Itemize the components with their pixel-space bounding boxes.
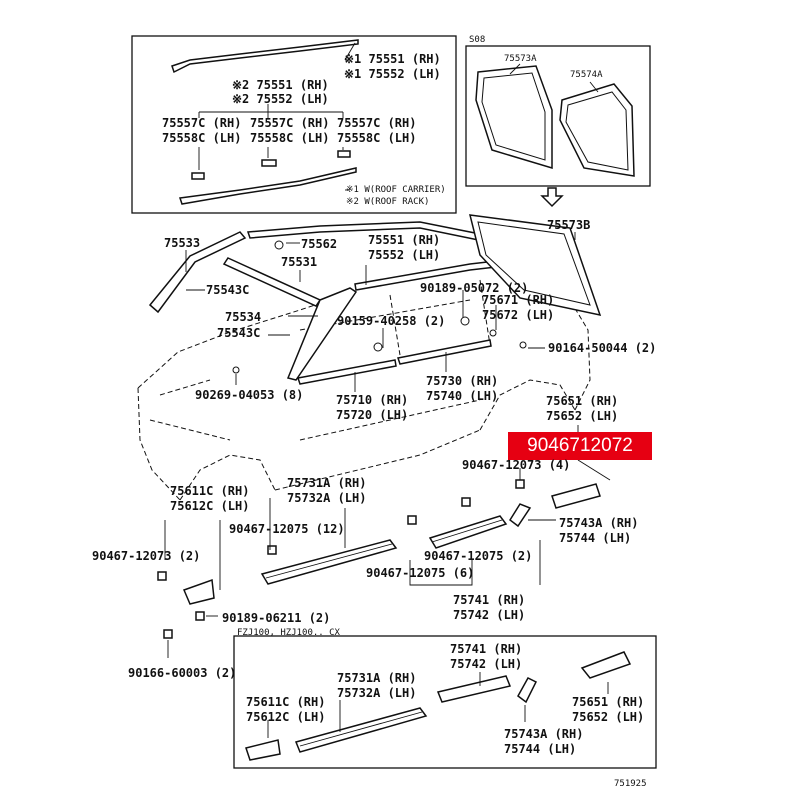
label-90159-40258: 90159-40258 (2) xyxy=(337,314,446,328)
fastener xyxy=(274,240,284,250)
label-90189-05072: 90189-05072 (2) xyxy=(420,281,529,295)
inset-front-door-molding xyxy=(294,707,428,753)
label-75731a-75732a: 75731A (RH)75732A (LH) xyxy=(287,476,367,505)
label-75574a: 75574A xyxy=(570,70,603,80)
label-90467-12075-2: 90467-12075 (2) xyxy=(424,549,533,563)
note-roof-rack: ※2 W(ROOF RACK) xyxy=(346,197,430,207)
clip xyxy=(461,497,471,507)
label-90269-04053: 90269-04053 (8) xyxy=(195,388,304,402)
front-door-molding-75731a xyxy=(260,539,398,585)
label-75743a-75744: 75743A (RH)75744 (LH) xyxy=(559,516,639,545)
label-75573a: 75573A xyxy=(504,54,537,64)
inset-label-75743a-75744: 75743A (RH)75744 (LH) xyxy=(504,727,584,756)
rear-glass-seal-75573b xyxy=(469,214,602,317)
fastener xyxy=(489,329,497,337)
window-seal-75574a xyxy=(559,83,635,177)
label-75710-75720: 75710 (RH)75720 (LH) xyxy=(336,393,409,422)
fender-molding-75611c xyxy=(182,578,215,605)
label-75551-75552: 75551 (RH)75552 (LH) xyxy=(368,233,441,262)
clip xyxy=(515,479,525,489)
label-90189-06211: 90189-06211 (2) xyxy=(222,611,331,625)
clip xyxy=(267,545,277,555)
inset-label-75611c-75612c: 75611C (RH)75612C (LH) xyxy=(246,695,326,724)
label-75651-75652: 75651 (RH)75652 (LH) xyxy=(546,394,619,423)
label-90164-50044: 90164-50044 (2) xyxy=(548,341,657,355)
label-90467-12073-4: 90467-12073 (4) xyxy=(462,458,571,472)
fastener xyxy=(519,341,527,349)
label-clip-group-1: 75557C (RH)75558C (LH) xyxy=(162,116,242,145)
fastener xyxy=(460,316,470,326)
clip-1 xyxy=(191,172,205,180)
label-75671-75672: 75671 (RH)75672 (LH) xyxy=(482,293,555,322)
pillar-molding xyxy=(286,287,358,381)
figure-number: 751925 xyxy=(614,779,647,789)
inset-label-75651-75652: 75651 (RH)75652 (LH) xyxy=(572,695,645,724)
fastener xyxy=(373,342,383,352)
inset-bottom-models: FZJ100, HZJ100.. CX xyxy=(237,628,340,638)
windshield-molding xyxy=(222,257,322,307)
label-90166-60003: 90166-60003 (2) xyxy=(128,666,237,680)
label-clip-group-3: 75557C (RH)75558C (LH) xyxy=(337,116,417,145)
inset-rear-molding xyxy=(580,651,632,679)
label-90467-12075-6: 90467-12075 (6) xyxy=(366,566,475,580)
arrow-down-icon xyxy=(540,187,564,208)
inset-fender-molding xyxy=(245,739,281,761)
clip xyxy=(195,611,205,621)
label-75562: 75562 xyxy=(301,237,338,251)
label-75534: 75534 xyxy=(225,310,262,324)
roof-rail-upper xyxy=(171,39,359,74)
label-75573b: 75573B xyxy=(547,218,591,232)
label-clip-group-2: 75557C (RH)75558C (LH) xyxy=(250,116,330,145)
clip-2 xyxy=(261,159,277,167)
clip xyxy=(157,571,167,581)
inset-glass-frame xyxy=(465,45,651,187)
clip xyxy=(407,515,417,525)
inset-quarter-molding xyxy=(517,677,538,704)
roof-rail-lower xyxy=(179,167,357,205)
label-75730-75740: 75730 (RH)75740 (LH) xyxy=(426,374,499,403)
label-75741-75742: 75741 (RH)75742 (LH) xyxy=(453,593,526,622)
fastener xyxy=(232,366,240,374)
belt-molding-rear xyxy=(397,339,492,365)
quarter-molding-75743a xyxy=(508,503,532,528)
inset-tag: S08 xyxy=(469,35,486,45)
inset-label-75731a-75732a: 75731A (RH)75732A (LH) xyxy=(337,671,417,700)
label-rack-lh: ※2 75552 (LH) xyxy=(232,92,329,106)
inset-bottom-frame xyxy=(233,635,657,769)
label-75611c-75612c: 75611C (RH)75612C (LH) xyxy=(170,484,250,513)
quarter-molding-75651 xyxy=(551,483,601,509)
label-90467-12073-2: 90467-12073 (2) xyxy=(92,549,201,563)
label-roof-rh: ※1 75551 (RH) xyxy=(344,52,441,66)
label-75543c-upper: 75543C xyxy=(206,283,250,297)
label-75533: 75533 xyxy=(164,236,201,250)
belt-molding-front xyxy=(297,359,397,385)
note-roof-carrier: ※1 W(ROOF CARRIER) xyxy=(346,185,446,195)
label-90467-12075-12: 90467-12075 (12) xyxy=(229,522,345,536)
clip xyxy=(163,629,173,639)
label-75531: 75531 xyxy=(281,255,318,269)
inset-rear-door-molding xyxy=(436,675,512,703)
rear-door-molding-75741 xyxy=(428,515,508,549)
label-roof-lh: ※1 75552 (LH) xyxy=(344,67,441,81)
front-pillar-molding xyxy=(148,231,247,314)
label-rack-rh: ※2 75551 (RH) xyxy=(232,78,329,92)
label-75543c-lower: 75543C xyxy=(217,326,261,340)
inset-label-75741-75742: 75741 (RH)75742 (LH) xyxy=(450,642,523,671)
highlighted-part-number: 9046712072 xyxy=(508,432,652,460)
clip-3 xyxy=(337,150,351,158)
inset-roof-frame xyxy=(131,35,457,214)
